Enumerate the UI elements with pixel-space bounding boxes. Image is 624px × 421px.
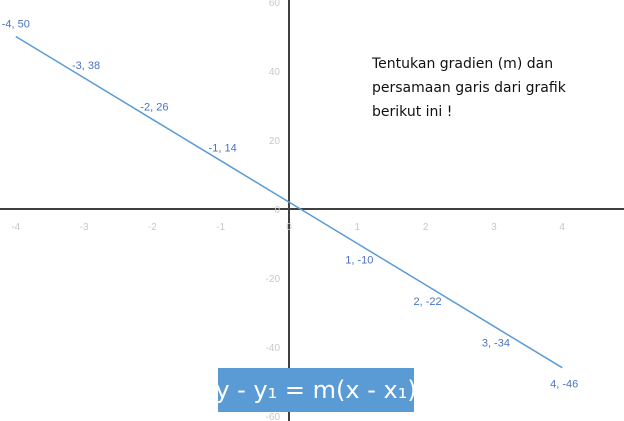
data-point	[493, 325, 495, 327]
x-tick-label: 1	[355, 222, 361, 233]
y-tick-label: -20	[266, 274, 281, 285]
data-label: 4, -46	[550, 379, 578, 391]
formula-text: y - y₁ = m(x - x₁)	[215, 376, 417, 404]
y-tick-label: -60	[266, 412, 281, 421]
data-point	[220, 160, 222, 162]
x-tick-label: 3	[491, 222, 497, 233]
data-point	[561, 367, 563, 369]
series-line	[15, 35, 563, 369]
formula-box: y - y₁ = m(x - x₁)	[215, 368, 417, 412]
data-point	[15, 36, 17, 38]
x-tick-label: 2	[423, 222, 429, 233]
x-tick-label: 0	[286, 222, 292, 233]
data-point	[425, 284, 427, 286]
question-text: Tentukan gradien (m) dan persamaan garis…	[372, 52, 612, 124]
x-tick-label: 4	[559, 222, 565, 233]
x-tick-label: -4	[11, 222, 20, 233]
data-label: 3, -34	[482, 337, 510, 349]
y-tick-label: 0	[274, 205, 280, 216]
data-label: -4, 50	[2, 19, 30, 31]
data-label: -1, 14	[209, 143, 237, 155]
question-line: berikut ini !	[372, 104, 453, 120]
y-tick-label: 20	[269, 136, 281, 147]
data-label: -3, 38	[72, 60, 100, 72]
data-label: -2, 26	[140, 101, 168, 113]
y-tick-label: 40	[269, 67, 281, 78]
y-tick-label: 60	[269, 0, 281, 9]
question-line: persamaan garis dari grafik	[372, 80, 566, 96]
question-line: Tentukan gradien (m) dan	[372, 56, 554, 72]
data-point	[83, 77, 85, 79]
data-point	[151, 118, 153, 120]
data-label: 1, -10	[345, 255, 373, 267]
data-label: 2, -22	[414, 296, 442, 308]
x-tick-label: -1	[216, 222, 225, 233]
y-tick-label: -40	[266, 343, 281, 354]
x-tick-label: -3	[80, 222, 89, 233]
x-tick-label: -2	[148, 222, 157, 233]
data-point	[356, 243, 358, 245]
